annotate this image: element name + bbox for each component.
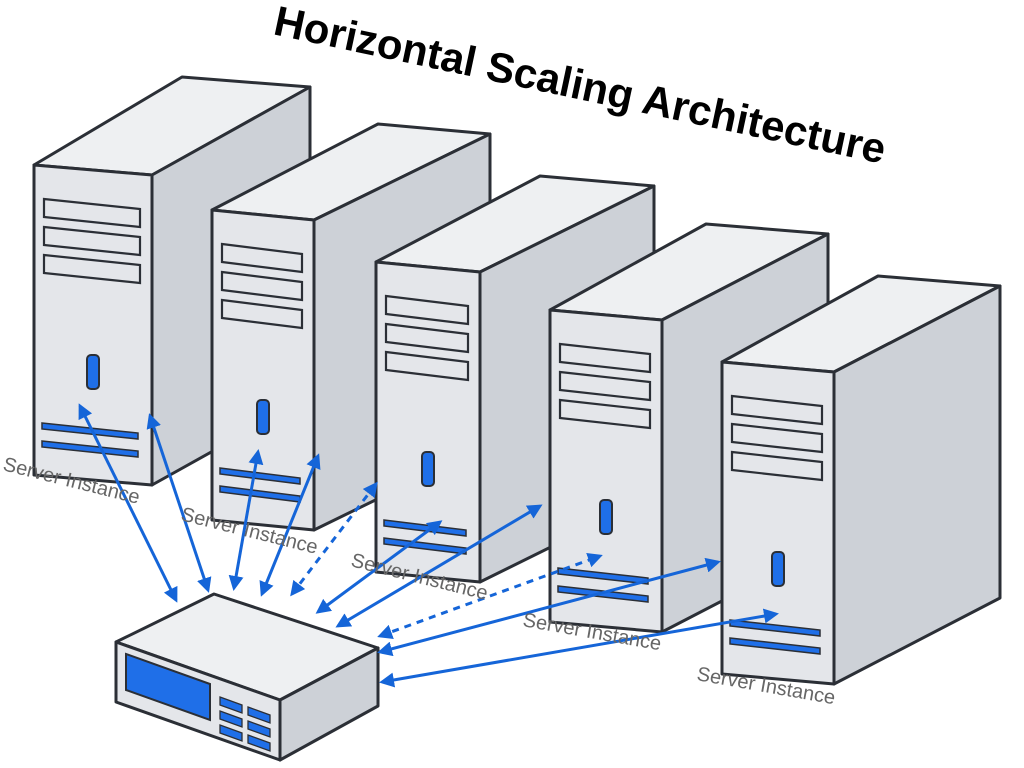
power-indicator [771,551,785,587]
load-balancer-layer [114,592,380,762]
connection-arrow [146,413,212,593]
power-indicator [256,399,270,435]
load-balancer-icon [114,592,380,762]
power-indicator [86,354,100,390]
balancer-display [125,652,211,722]
connection-arrows [78,403,779,688]
connection-arrow [228,449,264,591]
power-indicator [599,499,613,535]
connection-arrow [379,608,779,688]
connection-arrow [259,453,321,597]
server-tower-icon [720,274,1002,686]
power-indicator [421,451,435,487]
server-group [32,75,1002,686]
